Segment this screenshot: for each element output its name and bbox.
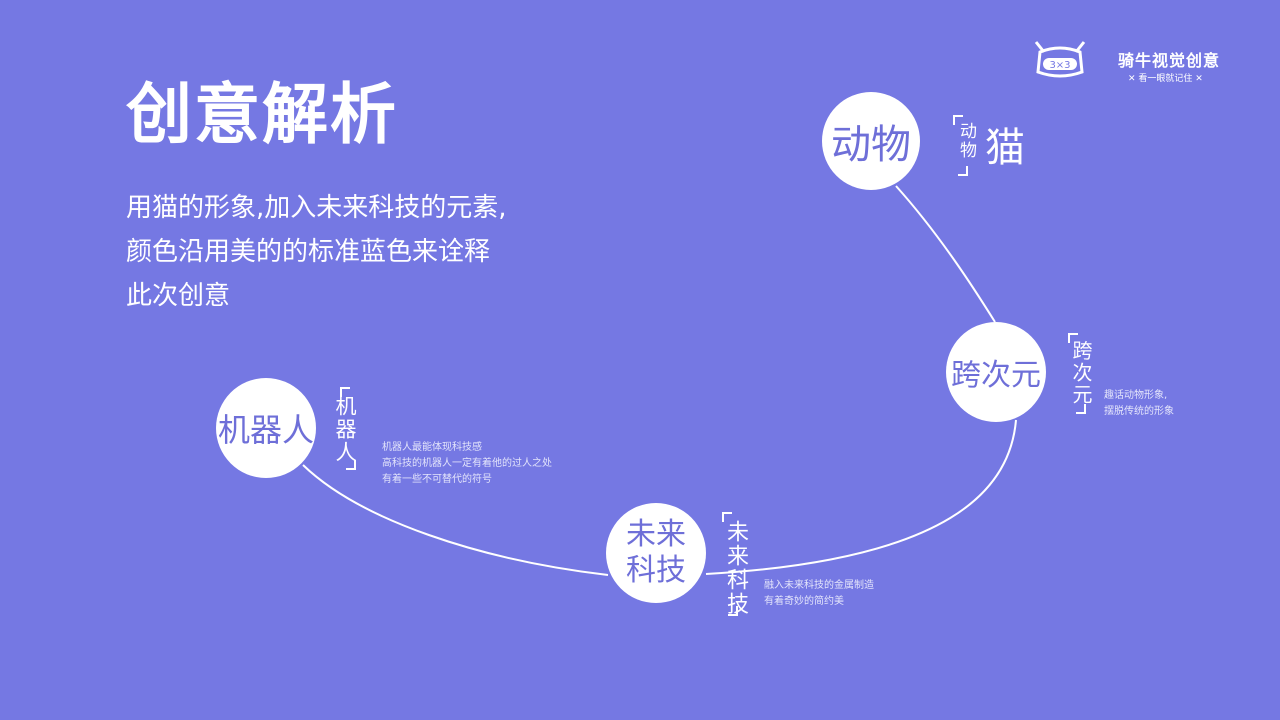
node-cross-dimension-note: 趣话动物形象, 摆脱传统的形象: [1104, 388, 1174, 420]
bracket-corner: [953, 115, 963, 125]
bracket-corner: [958, 166, 968, 176]
note-line: 摆脱传统的形象: [1104, 406, 1174, 417]
node-robot-circle: 机器人: [216, 378, 316, 478]
node-robot-note: 机器人最能体现科技感 高科技的机器人一定有着他的过人之处 有着一些不可替代的符号: [382, 440, 552, 488]
note-line: 高科技的机器人一定有着他的过人之处: [382, 458, 552, 469]
node-cross-dimension-circle: 跨次元: [946, 322, 1046, 422]
bracket-corner: [728, 606, 738, 616]
bracket-corner: [1076, 404, 1086, 414]
node-future-tech-note: 融入未来科技的金属制造 有着奇妙的简约美: [764, 578, 874, 610]
note-line: 融入未来科技的金属制造: [764, 580, 874, 591]
node-animal-label: 动物: [831, 122, 911, 168]
node-future-tech-label: 未来: [626, 517, 686, 552]
brand-slogan: ✕ 看一眼就记住 ✕: [1128, 74, 1203, 84]
bracket-corner: [1068, 333, 1078, 343]
logo-text: 3×3: [1049, 60, 1070, 71]
node-future-tech-side-label: 未来科技: [723, 520, 748, 616]
bracket-corner: [340, 387, 350, 397]
brand-name: 骑牛视觉创意: [1118, 51, 1221, 70]
description-line: 此次创意: [126, 281, 231, 311]
keyword-cat: 猫: [985, 125, 1025, 171]
page-title: 创意解析: [126, 76, 398, 153]
node-cross-dimension-label: 跨次元: [951, 358, 1041, 393]
node-future-tech-label: 科技: [626, 553, 686, 588]
note-line: 有着一些不可替代的符号: [382, 474, 492, 485]
description-line: 用猫的形象,加入未来科技的元素,: [126, 193, 507, 223]
cow-head-logo-icon: 3×3: [1030, 38, 1090, 84]
description: 用猫的形象,加入未来科技的元素, 颜色沿用美的的标准蓝色来诠释 此次创意: [126, 186, 507, 318]
node-animal-side-label: 动物: [956, 122, 976, 160]
bracket-corner: [346, 460, 356, 470]
node-robot-side-label: 机器人: [333, 395, 357, 464]
bracket-corner: [722, 512, 732, 522]
node-robot-label: 机器人: [217, 411, 314, 449]
note-line: 机器人最能体现科技感: [382, 442, 482, 453]
node-cross-dimension-side-label: 跨次元: [1069, 340, 1093, 406]
node-animal-circle: 动物: [822, 92, 920, 190]
description-line: 颜色沿用美的的标准蓝色来诠释: [126, 237, 491, 267]
note-line: 有着奇妙的简约美: [764, 596, 844, 607]
note-line: 趣话动物形象,: [1104, 390, 1168, 401]
node-future-tech-circle: 未来 科技: [606, 503, 706, 603]
